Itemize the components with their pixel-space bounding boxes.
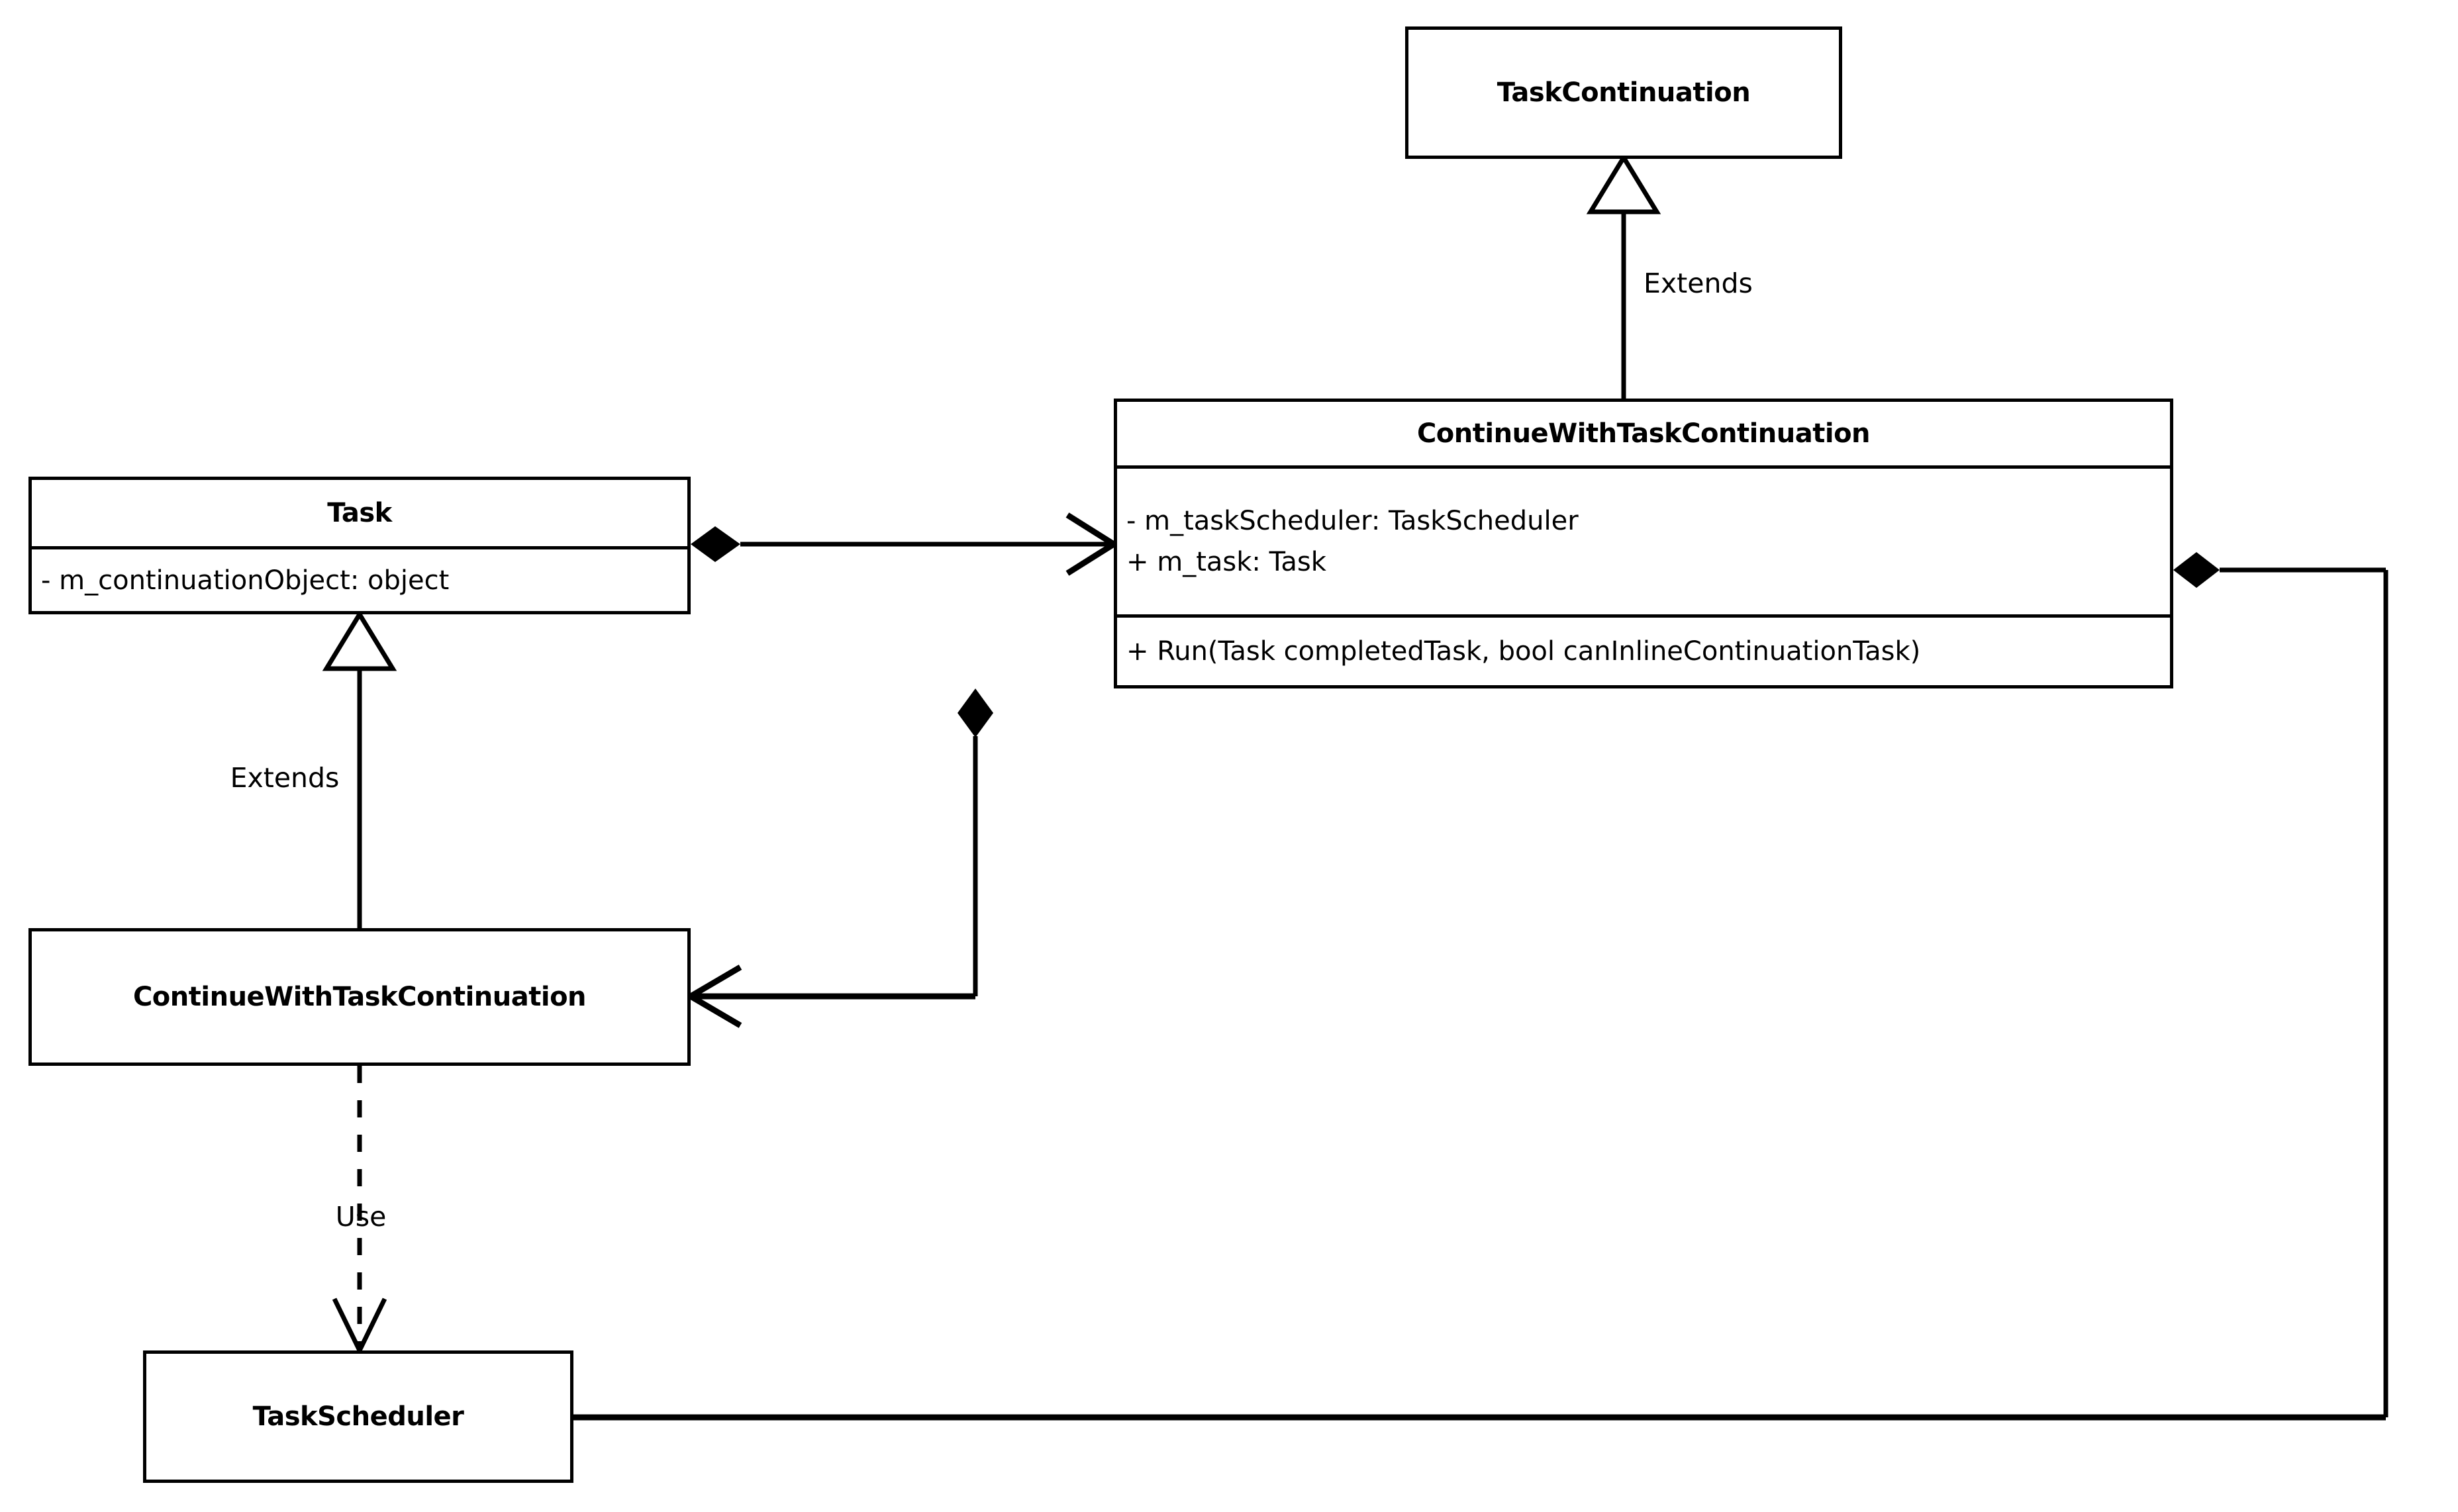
class-box-task-continuation[interactable]: TaskContinuation [1405,26,1842,159]
class-box-continue-with-task-continuation-main[interactable]: ContinueWithTaskContinuation - m_taskSch… [1114,399,2173,688]
attribute-row: - m_taskScheduler: TaskScheduler [1126,506,1579,536]
class-box-task-scheduler[interactable]: TaskScheduler [143,1350,573,1483]
edge-composition-task [691,512,1120,576]
operation-row: + Run(Task completedTask, bool canInline… [1126,636,1921,667]
compartment-divider [32,546,687,549]
compartment-divider [1117,465,2170,469]
class-box-task[interactable]: Task - m_continuationObject: object [28,477,691,614]
edge-label-extends-left: Extends [230,762,340,794]
class-name-task: Task [327,498,392,528]
operations-continue-with-task-continuation-main: + Run(Task completedTask, bool canInline… [1117,618,2170,685]
class-name-continue-with-task-continuation-main: ContinueWithTaskContinuation [1416,418,1871,449]
attributes-task: - m_continuationObject: object [32,549,687,611]
edge-composition-sub [685,688,993,1028]
attribute-row: - m_continuationObject: object [41,565,450,596]
edge-label-use: Use [335,1201,387,1233]
edge-label-extends-top: Extends [1644,267,1753,299]
attributes-continue-with-task-continuation-main: - m_taskScheduler: TaskScheduler + m_tas… [1117,469,2170,614]
class-name-task-continuation: TaskContinuation [1497,77,1751,108]
class-box-continue-with-task-continuation-sub[interactable]: ContinueWithTaskContinuation [28,928,691,1066]
attribute-row: + m_task: Task [1126,547,1326,577]
compartment-divider [1117,614,2170,618]
class-name-continue-with-task-continuation-sub: ContinueWithTaskContinuation [132,982,587,1012]
class-name-task-scheduler: TaskScheduler [252,1401,464,1432]
